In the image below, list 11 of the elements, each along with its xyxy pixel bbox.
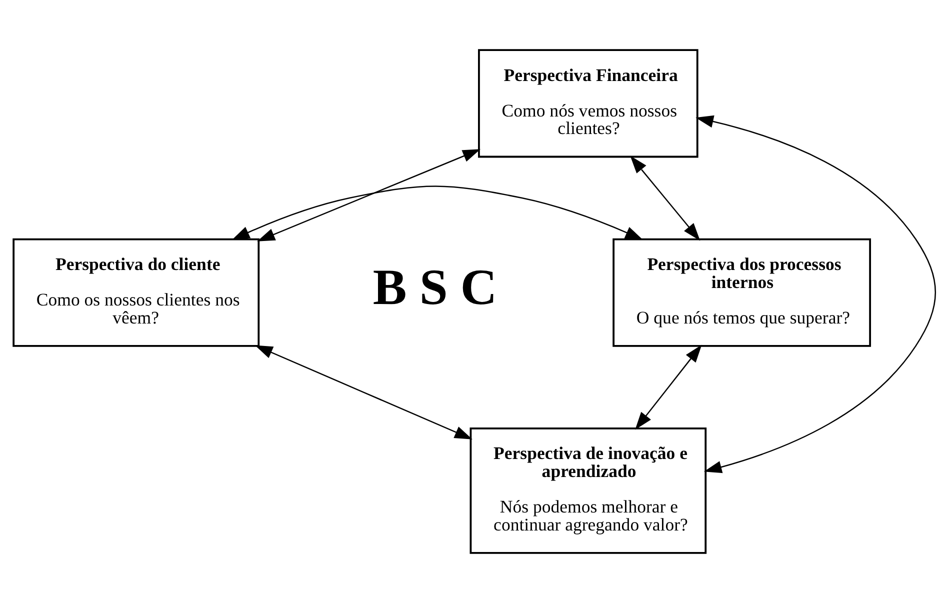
arrow [635,344,702,430]
arrow [232,186,644,240]
arrow [696,115,936,474]
node-box: Perspectiva Financeira Como nós vemos nossos clientes? [478,49,698,158]
arrow [254,345,472,440]
node-box: Perspectiva do cliente Como os nossos clientes nos vêem? [12,238,260,347]
arrow [257,149,480,242]
arrow [630,156,700,241]
node-box: Perspectiva de inovação e aprendizado Nós podemos melhorar e continuar agregando valor? [470,428,707,554]
node-box: Perspectiva dos processos internos O que nós temos que superar? [612,238,871,347]
label: B S C [372,259,498,316]
